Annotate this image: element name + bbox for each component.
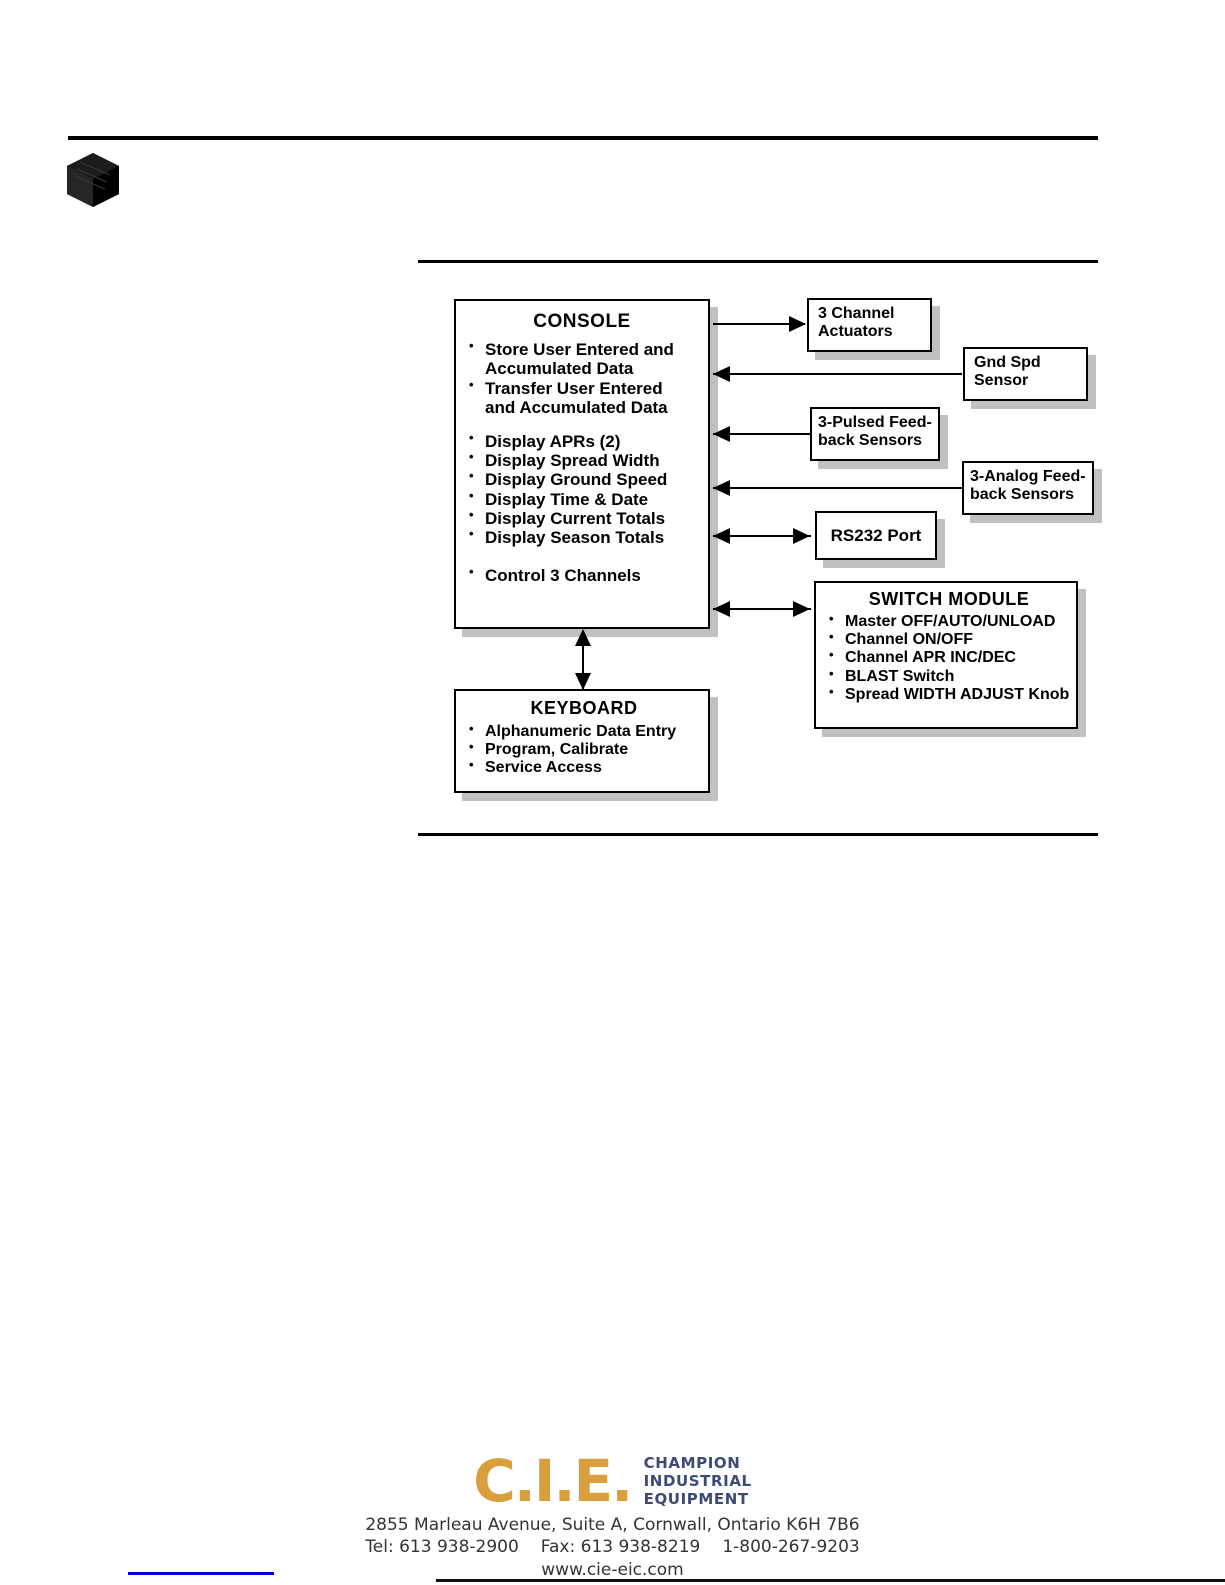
cie-word-equipment: EQUIPMENT <box>643 1490 749 1509</box>
list-item: Channel ON/OFF <box>828 630 1070 649</box>
cie-wordmark: CHAMPION INDUSTRIAL EQUIPMENT <box>644 1454 752 1509</box>
arrowhead-left-switchmodule <box>713 601 730 617</box>
footer-address: 2855 Marleau Avenue, Suite A, Cornwall, … <box>365 1515 860 1535</box>
footer-website[interactable]: www.cie-eic.com <box>541 1559 684 1580</box>
arrowhead-left-pulsed <box>713 426 730 442</box>
arrowhead-up-keyboard <box>575 629 591 646</box>
rs232-label: RS232 Port <box>830 526 922 545</box>
footer-fax: Fax: 613 938-8219 <box>540 1537 701 1558</box>
gndspd-line-1: Gnd Spd <box>974 354 1041 371</box>
gndspd-line-2: Sensor <box>974 371 1029 389</box>
connector-pulsed-console <box>713 433 811 435</box>
keyboard-title: KEYBOARD <box>530 698 638 718</box>
hexagon-cube-mark-icon <box>64 152 122 208</box>
keyboard-item-list: Alphanumeric Data Entry Program, Calibra… <box>468 722 700 778</box>
list-item: Display Current Totals <box>468 508 696 528</box>
diagram-box-console[interactable]: CONSOLE Store User Entered and Accumulat… <box>454 299 710 629</box>
switchmodule-item-list: Master OFF/AUTO/UNLOAD Channel ON/OFF Ch… <box>828 612 1070 704</box>
list-item: Master OFF/AUTO/UNLOAD <box>828 612 1070 631</box>
connector-analog-console <box>713 487 962 489</box>
console-title: CONSOLE <box>533 311 631 332</box>
pulsed-line-2: back Sensors <box>818 431 923 449</box>
list-item: Service Access <box>468 758 700 777</box>
list-item: Display Season Totals <box>468 527 696 547</box>
arrowhead-right-switchmodule <box>793 601 810 617</box>
list-item: Transfer User Entered and Accumulated Da… <box>468 378 696 418</box>
connector-console-actuators <box>713 323 805 325</box>
connector-console-rs232 <box>713 535 811 537</box>
analog-line-2: back Sensors <box>970 485 1075 503</box>
footer-address-block: 2855 Marleau Avenue, Suite A, Cornwall, … <box>0 1514 1225 1581</box>
diagram-box-pulsed-feedback-sensors[interactable]: 3-Pulsed Feed- back Sensors <box>810 407 940 461</box>
cie-word-industrial: INDUSTRIAL <box>643 1471 752 1490</box>
arrowhead-down-keyboard <box>575 673 591 690</box>
console-item-list: Store User Entered and Accumulated Data … <box>468 339 696 585</box>
diagram-box-keyboard[interactable]: KEYBOARD Alphanumeric Data Entry Program… <box>454 689 710 793</box>
list-item: Display APRs (2) <box>468 430 696 451</box>
arrowhead-right-actuators <box>789 316 806 332</box>
diagram-box-actuators[interactable]: 3 Channel Actuators <box>807 298 932 352</box>
analog-line-1: 3-Analog Feed- <box>970 468 1086 485</box>
connector-gndspd-console <box>713 373 962 375</box>
arrowhead-left-analog <box>713 480 730 496</box>
actuators-line-1: 3 Channel <box>818 305 895 322</box>
list-item: Display Ground Speed <box>468 469 696 489</box>
list-item: BLAST Switch <box>828 667 1070 686</box>
connector-console-switchmodule <box>713 608 811 610</box>
figure-bottom-rule <box>418 833 1098 836</box>
cie-word-champion: CHAMPION <box>643 1453 741 1472</box>
bottom-link-underline[interactable] <box>128 1572 274 1575</box>
diagram-box-switch-module[interactable]: SWITCH MODULE Master OFF/AUTO/UNLOAD Cha… <box>814 581 1078 729</box>
actuators-line-2: Actuators <box>818 322 893 340</box>
cie-logo: C.I.E. CHAMPION INDUSTRIAL EQUIPMENT <box>473 1452 751 1510</box>
list-item: Alphanumeric Data Entry <box>468 722 700 741</box>
cie-initials: C.I.E. <box>473 1447 633 1515</box>
diagram-box-rs232-port[interactable]: RS232 Port <box>815 511 937 560</box>
list-item: Store User Entered and Accumulated Data <box>468 339 696 379</box>
list-item: Spread WIDTH ADJUST Knob <box>828 685 1070 704</box>
switchmodule-title: SWITCH MODULE <box>868 589 1030 609</box>
list-item: Program, Calibrate <box>468 740 700 759</box>
page-footer: C.I.E. CHAMPION INDUSTRIAL EQUIPMENT 285… <box>0 1452 1225 1581</box>
diagram-box-gnd-spd-sensor[interactable]: Gnd Spd Sensor <box>963 347 1088 401</box>
pulsed-line-1: 3-Pulsed Feed- <box>818 414 932 431</box>
footer-tel: Tel: 613 938-2900 <box>365 1537 519 1558</box>
footer-tollfree: 1-800-267-9203 <box>722 1537 860 1558</box>
figure-top-rule <box>418 260 1098 263</box>
diagram-box-analog-feedback-sensors[interactable]: 3-Analog Feed- back Sensors <box>962 461 1094 515</box>
header-rule <box>68 136 1098 140</box>
list-item: Display Time & Date <box>468 489 696 509</box>
footer-contact-line: Tel: 613 938-2900 Fax: 613 938-8219 1-800-… <box>0 1536 1225 1558</box>
arrowhead-left-gndspd <box>713 366 730 382</box>
list-item: Control 3 Channels <box>468 565 696 585</box>
list-item: Channel APR INC/DEC <box>828 648 1070 667</box>
arrowhead-left-rs232 <box>713 528 730 544</box>
bottom-page-rule <box>436 1579 1225 1582</box>
list-item: Display Spread Width <box>468 450 696 470</box>
arrowhead-right-rs232 <box>793 528 810 544</box>
connector-console-keyboard <box>582 632 584 690</box>
